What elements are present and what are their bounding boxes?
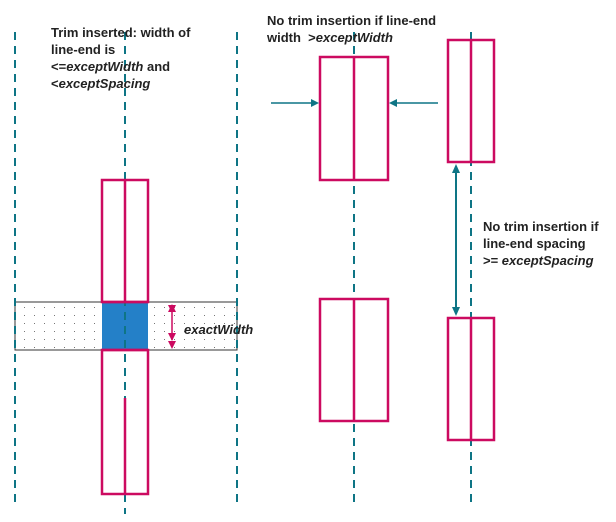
no-trim-spacing-line1: No trim insertion if	[483, 219, 599, 234]
no-trim-spacing-line3-term: exceptSpacing	[501, 253, 594, 268]
spacing-arrowhead-bottom	[452, 307, 460, 316]
no-trim-width-line1: No trim insertion if line-end	[267, 13, 437, 28]
exact-width-arrowhead-top	[168, 304, 176, 312]
no-trim-spacing-line2: line-end spacing	[483, 236, 586, 251]
trim-inserted-line4-prefix: <	[51, 76, 59, 91]
exact-width-arrowhead-bottom	[168, 341, 176, 349]
no-trim-width-line2: width >exceptWidth	[267, 29, 436, 46]
no-trim-spacing-line3-prefix: >=	[483, 253, 502, 268]
trim-inserted-line2: line-end is	[51, 42, 116, 57]
trim-inserted-line3-term: exceptWidth	[66, 59, 144, 74]
width-arrowhead-left	[311, 99, 319, 107]
no-trim-width-label: No trim insertion if line-end width >exc…	[267, 12, 436, 46]
exact-width-label: exactWidth	[184, 322, 254, 337]
width-arrowhead-right	[389, 99, 397, 107]
right-wire-top	[446, 38, 496, 164]
trim-inserted-label: Trim inserted: width of line-end is <=ex…	[51, 24, 190, 92]
no-trim-spacing-label: No trim insertion if line-end spacing >=…	[483, 218, 599, 269]
no-trim-width-line2-term: exceptWidth	[315, 30, 393, 45]
trim-inserted-line4: <exceptSpacing	[51, 75, 190, 92]
trim-inserted-line4-term: exceptSpacing	[58, 76, 151, 91]
trim-inserted-line3: <=exceptWidth and	[51, 58, 190, 75]
no-trim-width-line2-prefix: width >	[267, 30, 316, 45]
no-trim-spacing-line3: >= exceptSpacing	[483, 252, 599, 269]
trim-inserted-line3-prefix: <=	[51, 59, 67, 74]
left-wire-top	[100, 178, 150, 304]
trim-inserted-line1: Trim inserted: width of	[51, 25, 191, 40]
right-wire-bottom	[446, 316, 496, 442]
spacing-arrowhead-top	[452, 164, 460, 173]
middle-wire-top	[318, 55, 390, 182]
middle-wire-bottom	[318, 297, 390, 423]
trim-inserted-line3-suffix: and	[143, 59, 171, 74]
